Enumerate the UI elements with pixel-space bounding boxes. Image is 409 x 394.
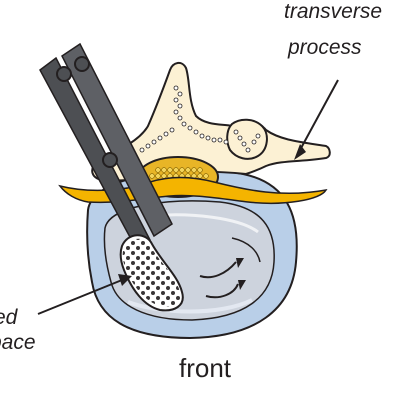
front-label: front xyxy=(179,353,231,384)
instrument-pivot-3 xyxy=(103,153,117,167)
transverse-process-label-line-1: transverse xyxy=(284,0,382,24)
disc-space-label-line-1: ed xyxy=(0,306,17,330)
instrument-pivot-1 xyxy=(57,67,71,81)
transverse-process xyxy=(227,120,267,159)
disc-space-label-line-2: pace xyxy=(0,331,36,355)
transverse-process-label-line-2: process xyxy=(288,36,362,60)
instrument-pivot-2 xyxy=(75,57,89,71)
transverse-process-pointer xyxy=(300,80,338,150)
